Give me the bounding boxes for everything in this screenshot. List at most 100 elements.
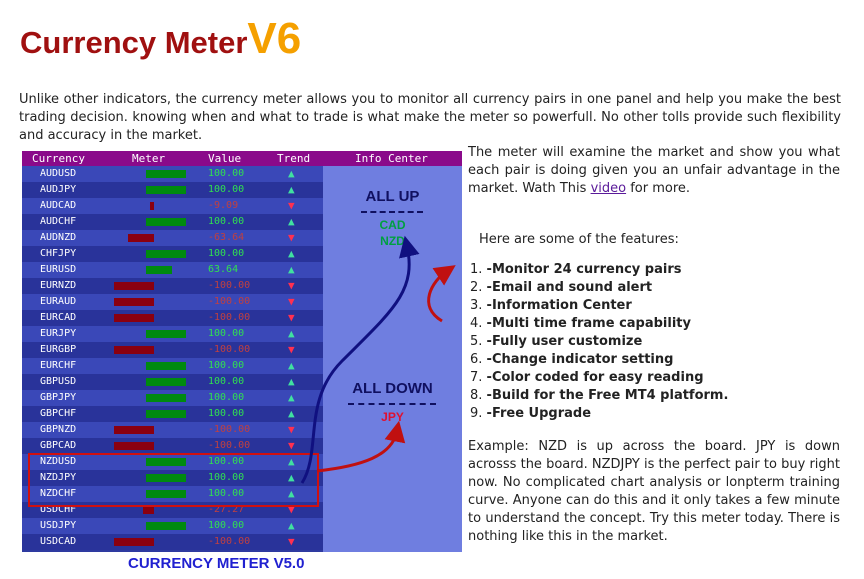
- pair-value: 100.00: [208, 488, 245, 499]
- table-row: NZDCHF 100.00 ▲: [22, 486, 323, 502]
- header-value: Value: [208, 152, 242, 165]
- meter-bar: [146, 330, 186, 338]
- pair-value: 100.00: [208, 456, 245, 467]
- pair-name: EURUSD: [40, 264, 77, 275]
- pair-name: AUDCAD: [40, 200, 77, 211]
- pair-value: 100.00: [208, 520, 245, 531]
- pair-value: 63.64: [208, 264, 239, 275]
- pair-name: GBPCAD: [40, 440, 77, 451]
- trend-down-icon: ▼: [288, 535, 295, 548]
- list-item: 1. -Monitor 24 currency pairs: [470, 261, 728, 279]
- meter-bar: [114, 346, 154, 354]
- table-row: AUDNZD-63.64▼: [22, 230, 323, 246]
- pair-name: GBPJPY: [40, 392, 77, 403]
- meter-bar: [114, 538, 154, 546]
- meter-bar: [146, 170, 186, 178]
- feature-text: -Email and sound alert: [486, 280, 653, 295]
- pair-name: NZDJPY: [40, 472, 77, 483]
- meter-bar: [146, 458, 186, 466]
- divider: [348, 403, 436, 405]
- trend-down-icon: ▼: [288, 279, 295, 292]
- video-link[interactable]: video: [590, 181, 627, 196]
- trend-up-icon: ▲: [288, 391, 295, 404]
- list-number: 5.: [470, 334, 487, 349]
- meter-bar: [146, 218, 186, 226]
- header-currency: Currency: [32, 152, 85, 165]
- table-row: GBPNZD -100.00 ▼: [22, 422, 323, 438]
- pair-value: -27.27: [208, 504, 245, 515]
- meter-bar: [114, 314, 154, 322]
- table-row: EURNZD-100.00▼: [22, 278, 323, 294]
- meter-bar: [146, 490, 186, 498]
- pair-name: USDCHF: [40, 504, 77, 515]
- pair-value: -100.00: [208, 440, 251, 451]
- description-paragraph: The meter will examine the market and sh…: [468, 144, 840, 198]
- trend-up-icon: ▲: [288, 487, 295, 500]
- pair-name: EURCAD: [40, 312, 77, 323]
- table-row: EURAUD-100.00▼: [22, 294, 323, 310]
- meter-bar: [146, 474, 186, 482]
- meter-bar: [143, 506, 154, 514]
- trend-up-icon: ▲: [288, 327, 295, 340]
- meter-bar: [114, 298, 154, 306]
- description-text-end: for more.: [626, 181, 691, 196]
- pair-name: NZDCHF: [40, 488, 77, 499]
- pair-value: -100.00: [208, 424, 251, 435]
- pair-value: 100.00: [208, 216, 245, 227]
- pair-value: 100.00: [208, 248, 245, 259]
- pair-name: USDCAD: [40, 536, 77, 547]
- up-currency: NZD: [380, 234, 405, 248]
- features-heading: Here are some of the features:: [479, 232, 679, 247]
- pair-name: CHFJPY: [40, 248, 77, 259]
- divider: [361, 211, 423, 213]
- pair-name: GBPUSD: [40, 376, 77, 387]
- table-row: CHFJPY 100.00 ▲: [22, 246, 323, 262]
- list-number: 8.: [470, 388, 487, 403]
- list-number: 9.: [470, 406, 487, 421]
- list-item: 5. -Fully user customize: [470, 333, 728, 351]
- example-paragraph: Example: NZD is up across the board. JPY…: [468, 439, 840, 544]
- trend-down-icon: ▼: [288, 423, 295, 436]
- meter-bar: [146, 186, 186, 194]
- list-item: 9. -Free Upgrade: [470, 405, 728, 423]
- pair-value: 100.00: [208, 408, 245, 419]
- panel-caption: CURRENCY METER V5.0: [128, 555, 305, 572]
- pair-name: GBPNZD: [40, 424, 77, 435]
- table-row: USDCAD-100.00▼: [22, 534, 323, 550]
- pair-value: 100.00: [208, 360, 245, 371]
- up-currency: CAD: [379, 218, 406, 232]
- meter-bar: [114, 282, 154, 290]
- table-row: AUDCAD -9.09 ▼: [22, 198, 323, 214]
- blue-curve-arrow: [300, 235, 420, 484]
- pair-name: EURJPY: [40, 328, 77, 339]
- meter-bar: [146, 266, 172, 274]
- list-item: 2. -Email and sound alert: [470, 279, 728, 297]
- trend-up-icon: ▲: [288, 183, 295, 196]
- pair-value: -100.00: [208, 344, 251, 355]
- trend-up-icon: ▲: [288, 247, 295, 260]
- info-center: ALL UP CAD NZD ALL DOWN JPY: [323, 166, 462, 552]
- panel-header: Currency Meter Value Trend Info Center: [22, 151, 462, 166]
- meter-bar: [146, 410, 186, 418]
- list-item: 3. -Information Center: [470, 297, 728, 315]
- trend-down-icon: ▼: [288, 231, 295, 244]
- pair-name: AUDCHF: [40, 216, 77, 227]
- trend-down-icon: ▼: [288, 295, 295, 308]
- intro-paragraph: Unlike other indicators, the currency me…: [19, 92, 841, 143]
- pair-value: -9.09: [208, 200, 239, 211]
- feature-text: -Fully user customize: [486, 334, 643, 349]
- pair-value: -100.00: [208, 296, 251, 307]
- trend-up-icon: ▲: [288, 359, 295, 372]
- trend-down-icon: ▼: [288, 311, 295, 324]
- pair-name: NZDUSD: [40, 456, 77, 467]
- meter-bar: [114, 442, 154, 450]
- trend-down-icon: ▼: [288, 199, 295, 212]
